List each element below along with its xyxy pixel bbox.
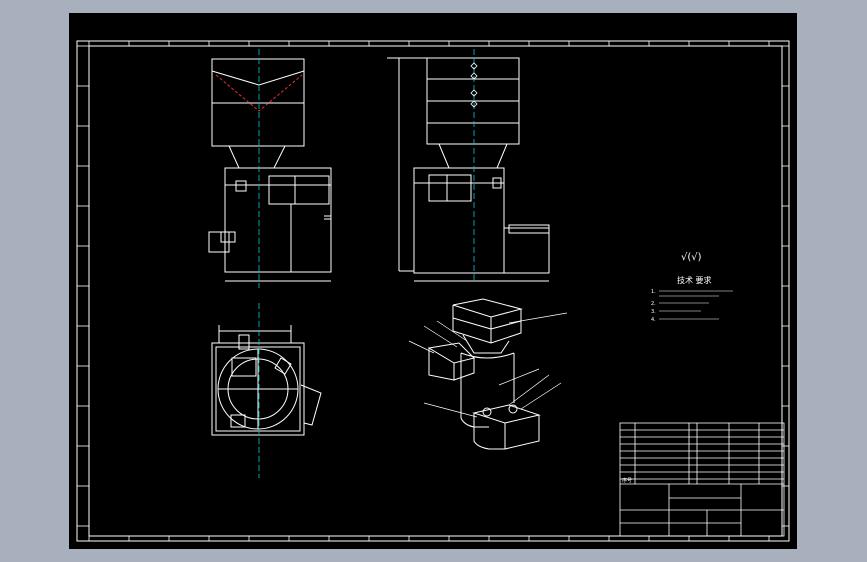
- tech-requirements: √(√) 技术 要求 1. 2. 3. 4.: [651, 252, 733, 323]
- leader-lines: [408, 312, 568, 418]
- tech-note: 2.: [651, 301, 656, 307]
- roughness-symbol: √(√): [681, 252, 702, 263]
- zone-ticks: [77, 41, 789, 541]
- inner-frame: [88, 45, 783, 537]
- tech-note: 4.: [651, 317, 656, 323]
- side-view: [387, 57, 550, 282]
- tech-note: 1.: [651, 289, 656, 295]
- parts-header-label: 序号: [622, 477, 632, 484]
- outer-frame: [76, 40, 790, 542]
- isometric-view: [427, 298, 541, 450]
- side-view-markers: [470, 62, 478, 108]
- tech-note: 3.: [651, 309, 656, 315]
- title-block: [619, 422, 785, 537]
- front-view: [208, 58, 332, 282]
- tech-title: 技术 要求: [677, 275, 712, 285]
- drawing-sheet: √(√) 技术 要求 1. 2. 3. 4. 序号: [69, 13, 797, 549]
- cad-drawing: √(√) 技术 要求 1. 2. 3. 4. 序号: [76, 40, 790, 542]
- tech-note-lines: [659, 290, 733, 320]
- top-view: [211, 325, 322, 436]
